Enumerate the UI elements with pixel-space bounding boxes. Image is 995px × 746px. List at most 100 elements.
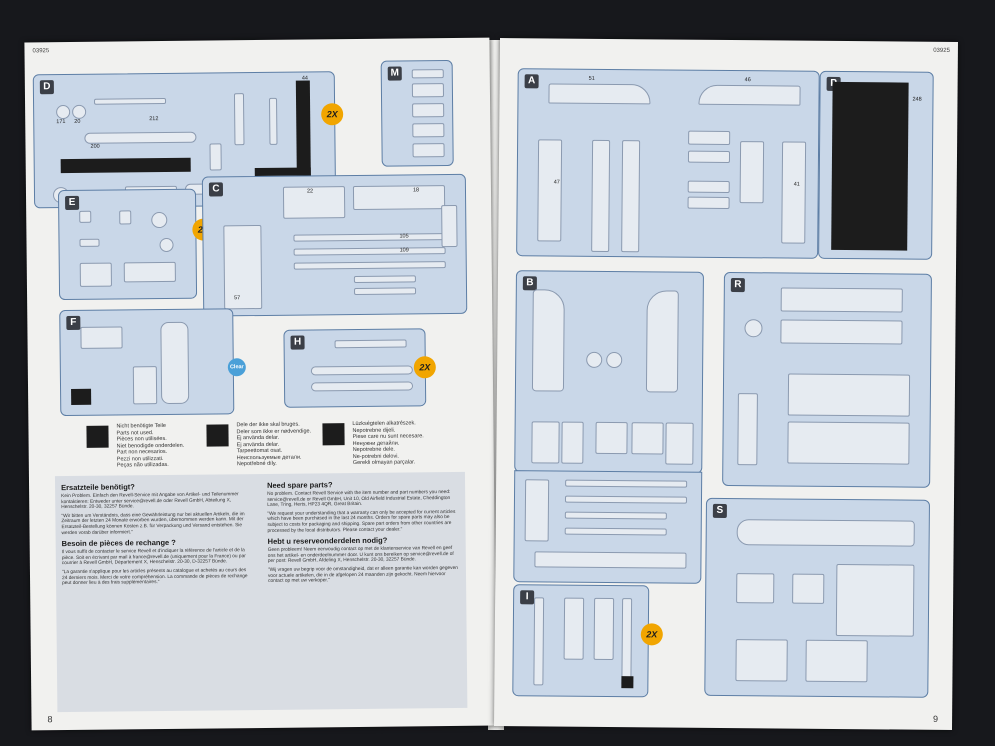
sprue-h: H xyxy=(283,328,427,408)
sprue-label: M xyxy=(387,66,402,81)
sprue-part xyxy=(737,393,758,466)
sprue-part xyxy=(735,639,788,682)
sprue-label: C xyxy=(208,182,224,197)
sprue-part xyxy=(352,185,446,211)
wheel-part xyxy=(72,104,87,119)
kit-code: 03925 xyxy=(933,47,950,54)
sprue-part xyxy=(835,563,915,637)
sprue-part xyxy=(595,421,628,455)
fuselage-part xyxy=(736,519,915,547)
sprue-part xyxy=(80,326,123,349)
sprue-part xyxy=(565,479,688,488)
sprue-r: R xyxy=(722,271,932,488)
sprue-a: A 51 46 47 41 xyxy=(516,68,820,259)
wheel-part xyxy=(586,351,603,368)
de-heading: Ersatzteile benötigt? xyxy=(61,482,135,493)
de-text-2: "Wir bitten um Verständnis, dass eine Ge… xyxy=(61,511,245,536)
sprue-label: E xyxy=(65,195,80,211)
spare-parts-section: Ersatzteile benötigt? Kein Problem. Einf… xyxy=(54,471,468,713)
unused-swatch xyxy=(206,424,229,447)
wing-part xyxy=(787,421,910,465)
sprue-part xyxy=(412,103,445,118)
sprue-part xyxy=(744,319,763,338)
wheel-part xyxy=(56,104,71,120)
fr-text-2: "La garantie s'applique pour les article… xyxy=(61,568,248,587)
sprue-part xyxy=(132,366,158,405)
sprue-label: B xyxy=(522,276,537,291)
sprue-part xyxy=(412,143,445,158)
right-page: 03925 A 51 46 47 41 P 248 B xyxy=(494,38,958,730)
wing-part xyxy=(787,373,911,417)
sprue-label: A xyxy=(524,74,539,89)
en-text-2: "We request your understanding that a wa… xyxy=(267,509,456,534)
unused-swatch xyxy=(86,425,109,448)
sprue-label: H xyxy=(290,335,305,350)
sprue-m: M xyxy=(380,59,454,167)
sprue-part xyxy=(563,597,585,660)
sprue-part xyxy=(537,139,563,242)
unused-part xyxy=(295,80,311,176)
unused-part xyxy=(71,388,92,405)
sprue-part xyxy=(533,597,545,686)
nl-text: Geen probleem! Neem eenvoudig contact op… xyxy=(267,546,454,565)
sprue-part xyxy=(282,186,346,219)
quantity-badge: 2X xyxy=(640,623,663,646)
clear-badge: Clear xyxy=(227,358,246,377)
sprue-f: F xyxy=(59,308,235,417)
sprue-part xyxy=(739,141,765,204)
sprue-part xyxy=(151,211,168,229)
sprue-part xyxy=(561,421,584,464)
sprue-part xyxy=(411,69,444,79)
sprue-part xyxy=(411,83,445,98)
sprue-label: D xyxy=(39,80,54,95)
en-heading: Need spare parts? xyxy=(267,480,333,490)
sprue-p: P 248 xyxy=(818,70,934,260)
sprue-label: S xyxy=(712,503,727,519)
sprue-e: E xyxy=(57,188,198,301)
sprue-part xyxy=(621,598,633,687)
fin-part xyxy=(531,289,565,392)
sprue-part xyxy=(621,140,641,253)
en-text: No problem. Contact Revell Service with … xyxy=(267,490,451,509)
unused-swatch xyxy=(322,423,345,446)
page-number: 9 xyxy=(933,713,939,724)
quantity-badge: 2X xyxy=(321,103,344,126)
unused-part xyxy=(831,81,909,251)
sprue-i: I xyxy=(512,584,650,698)
sprue-label: R xyxy=(730,278,745,293)
sprue-part xyxy=(119,210,132,225)
sprue-part xyxy=(310,365,413,376)
sprue-label: F xyxy=(66,315,81,331)
wheel-part xyxy=(606,351,623,369)
sprue-part xyxy=(310,381,414,392)
sprue-part xyxy=(564,511,667,520)
sprue-part xyxy=(123,261,176,283)
sprue-part xyxy=(564,527,667,536)
fuselage-part xyxy=(780,287,903,313)
sprue-c: C 22 18 105 109 57 xyxy=(201,173,468,317)
sprue-part xyxy=(805,639,868,683)
sprue-part xyxy=(781,141,807,244)
sprue-part xyxy=(79,210,92,223)
fr-text: Il vous suffit de contacter le service R… xyxy=(61,548,246,567)
fin-part xyxy=(645,290,679,393)
sprue-part xyxy=(792,573,825,604)
sprue-part xyxy=(736,573,775,604)
sprue-part xyxy=(593,597,615,661)
sprue-part xyxy=(293,247,446,256)
sprue-part xyxy=(293,233,446,242)
sprue-part xyxy=(531,421,560,464)
sprue-part xyxy=(233,93,245,146)
de-text: Kein Problem. Einfach den Revell-Service… xyxy=(61,492,239,511)
sprue-part xyxy=(209,143,222,171)
unused-part xyxy=(60,157,191,174)
spare-parts-col-right: Need spare parts? No problem. Contact Re… xyxy=(267,476,458,588)
sprue-b: B xyxy=(514,270,704,474)
nl-text-2: "Wij vragen uw begrip voor de omstandigh… xyxy=(267,565,458,585)
sprue-part xyxy=(84,131,197,144)
sprue-part xyxy=(591,139,611,252)
sprue-part xyxy=(688,130,731,146)
page-number: 8 xyxy=(47,714,53,725)
sprue-part xyxy=(223,224,263,310)
sprue-part xyxy=(353,275,416,284)
